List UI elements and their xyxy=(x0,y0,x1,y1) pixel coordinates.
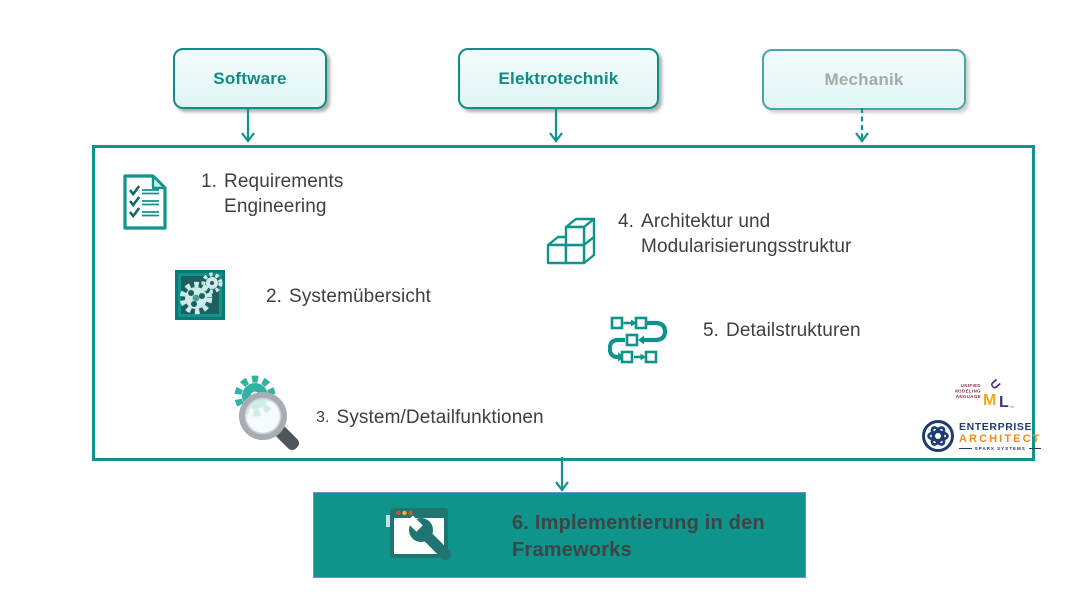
ea-sparx-label: SPARX SYSTEMS xyxy=(974,445,1026,451)
step-5-detailstrukturen: 5. Detailstrukturen xyxy=(703,318,861,343)
step-label-line: Requirements xyxy=(224,171,344,192)
gears-icon xyxy=(175,270,225,320)
discipline-label-mechanik: Mechanik xyxy=(824,69,904,89)
uml-letter-u: U xyxy=(987,376,1003,392)
step-label-line: Implementierung in den xyxy=(534,512,765,534)
ea-rule-right xyxy=(1028,447,1042,449)
discipline-box-elektrotechnik: Elektrotechnik xyxy=(458,48,659,109)
step-number: 6. xyxy=(512,512,530,534)
discipline-label-software: Software xyxy=(213,68,287,88)
uml-logo: UNIFIED MODELING LANGUAGE U M L ™ xyxy=(955,376,1014,411)
cubes-architecture-icon xyxy=(546,217,596,265)
step-label-line: Frameworks xyxy=(512,539,632,561)
step-number: 3. xyxy=(316,409,330,426)
uml-word: LANGUAGE xyxy=(955,394,981,399)
process-container: 1. Requirements Engineering 2. Systemübe… xyxy=(92,145,1042,461)
step-label-line: Engineering xyxy=(224,196,327,217)
step-label-line: Detailstrukturen xyxy=(726,320,861,341)
step-label-line: Modularisierungsstruktur xyxy=(641,236,852,257)
step-label-line: Architektur und xyxy=(641,211,771,232)
ea-rule-left xyxy=(959,447,972,449)
uml-letter-l: L xyxy=(999,394,1009,411)
arrow-mechanik-to-process-dashed-icon xyxy=(855,108,869,143)
arrow-software-to-process-icon xyxy=(241,107,255,143)
step-6-implementierung: 6. Implementierung in den Frameworks xyxy=(512,510,765,564)
step-label-line: System/Detailfunktionen xyxy=(336,407,544,428)
step-2-systemuebersicht: 2. Systemübersicht xyxy=(266,284,431,309)
implementation-box: 6. Implementierung in den Frameworks xyxy=(313,492,806,578)
ea-enterprise-label: ENTERPRISE xyxy=(959,420,1033,433)
step-number: 5. xyxy=(703,320,720,341)
step-4-architektur-modularisierung: 4. Architektur und Modularisierungsstruk… xyxy=(618,209,851,259)
uml-word: UNIFIED xyxy=(961,383,981,388)
step-label-line: Systemübersicht xyxy=(289,286,431,307)
step-number: 1. xyxy=(201,171,218,192)
discipline-box-mechanik: Mechanik xyxy=(762,49,966,110)
window-wrench-icon xyxy=(386,508,452,561)
step-1-requirements-engineering: 1. Requirements Engineering xyxy=(201,169,344,219)
sparx-knot-icon xyxy=(922,420,954,452)
step-number: 2. xyxy=(266,286,283,307)
uml-word: MODELING xyxy=(955,389,981,394)
arrow-elektrotechnik-to-process-icon xyxy=(549,108,563,143)
ea-architect-label: ARCHITECT xyxy=(959,432,1042,445)
flow-structure-icon xyxy=(608,316,668,364)
uml-tm: ™ xyxy=(1010,405,1014,410)
uml-letter-m: M xyxy=(983,392,996,409)
checklist-document-icon xyxy=(123,174,167,230)
discipline-label-elektrotechnik: Elektrotechnik xyxy=(498,68,619,88)
arrow-process-to-implementation-icon xyxy=(555,457,569,492)
step-number: 4. xyxy=(618,211,635,232)
enterprise-architect-logo: ENTERPRISE ARCHITECT SPARX SYSTEMS xyxy=(921,419,1042,453)
discipline-box-software: Software xyxy=(173,48,327,109)
gear-magnifier-icon xyxy=(234,375,299,450)
step-3-system-detailfunktionen: 3. System/Detailfunktionen xyxy=(316,405,544,430)
